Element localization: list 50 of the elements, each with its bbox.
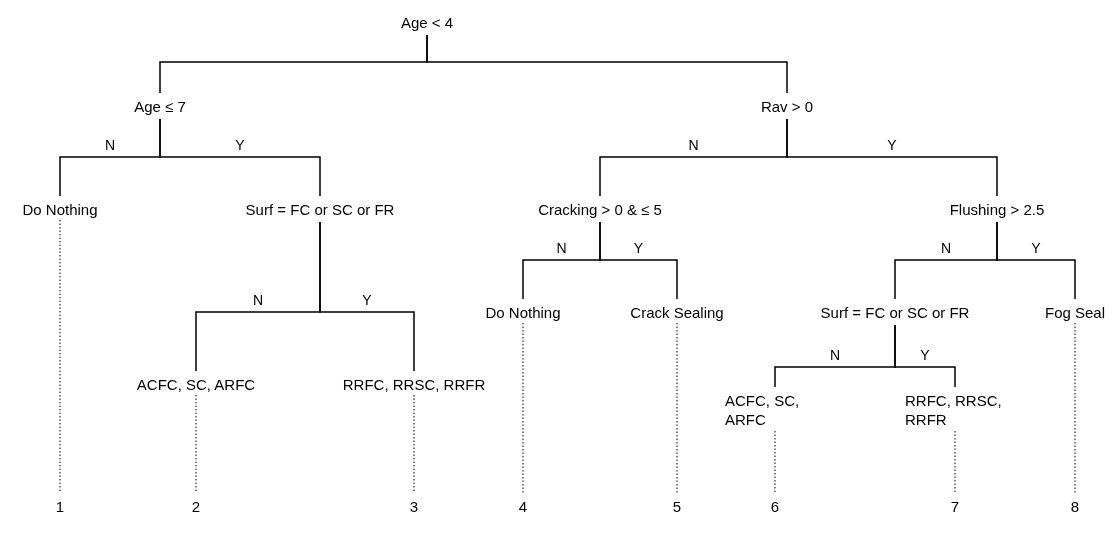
- edge-label: N: [103, 137, 117, 153]
- dotted-line: [676, 322, 678, 494]
- node-label: ACFC, SC, ARFC: [725, 391, 801, 429]
- dotted-line: [522, 322, 524, 494]
- leaf-number: 5: [672, 497, 682, 516]
- node-label: Rav > 0: [760, 97, 814, 116]
- node-label: Fog Seal: [1045, 303, 1105, 322]
- dotted-line: [774, 430, 776, 494]
- node-label: Flushing > 2.5: [949, 200, 1045, 219]
- edge-label: N: [828, 347, 842, 363]
- edge-label: N: [687, 137, 700, 153]
- dotted-line: [413, 394, 415, 494]
- branch-line: [159, 118, 321, 197]
- edge-label: Y: [234, 137, 246, 153]
- edge-label: N: [555, 240, 568, 256]
- branch-line: [599, 221, 678, 300]
- node-label: Surf = FC or SC or FR: [245, 200, 395, 219]
- branch-line: [426, 34, 788, 94]
- dotted-line: [195, 394, 197, 494]
- edge-label: Y: [632, 240, 645, 256]
- leaf-number: 2: [191, 497, 201, 516]
- node-label: Age ≤ 7: [134, 97, 186, 116]
- leaf-number: 8: [1070, 497, 1080, 516]
- edge-label: N: [939, 240, 953, 256]
- node-label: ACFC, SC, ARFC: [136, 375, 256, 394]
- edge-label: N: [251, 292, 265, 308]
- edge-label: Y: [361, 292, 373, 308]
- leaf-number: 7: [950, 497, 960, 516]
- node-label: Age < 4: [400, 13, 454, 32]
- edge-label: Y: [919, 347, 931, 363]
- dotted-line: [1074, 322, 1076, 494]
- node-label: Do Nothing: [22, 200, 98, 219]
- dotted-line: [954, 430, 956, 494]
- leaf-number: 1: [55, 497, 65, 516]
- branch-line: [786, 118, 998, 197]
- branch-line: [996, 221, 1076, 300]
- leaf-number: 3: [409, 497, 419, 516]
- node-label: RRFC, RRSC, RRFR: [342, 375, 486, 394]
- branch-line: [319, 221, 415, 372]
- node-label: Crack Sealing: [630, 303, 724, 322]
- edge-label: Y: [886, 137, 898, 153]
- edge-label: Y: [1030, 240, 1042, 256]
- node-label: Cracking > 0 & ≤ 5: [538, 200, 662, 219]
- node-label: Surf = FC or SC or FR: [820, 303, 970, 322]
- branch-line: [894, 324, 956, 388]
- dotted-line: [59, 219, 61, 494]
- leaf-number: 4: [518, 497, 528, 516]
- node-label: RRFC, RRSC, RRFR: [905, 391, 1003, 429]
- node-label: Do Nothing: [485, 303, 561, 322]
- leaf-number: 6: [770, 497, 780, 516]
